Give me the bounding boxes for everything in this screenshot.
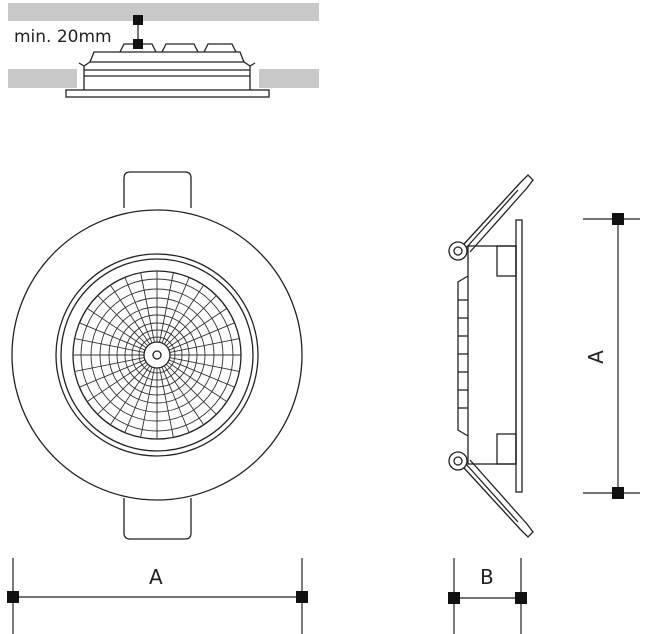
luminaire-profile-top bbox=[65, 43, 270, 98]
dimension-marker-left bbox=[7, 591, 19, 603]
heatsink-fins bbox=[457, 275, 469, 437]
dimension-marker-bottom bbox=[612, 487, 624, 499]
side-trim-plate bbox=[515, 219, 523, 493]
dimension-marker-left bbox=[448, 592, 460, 604]
side-depth-dimension: B bbox=[448, 558, 527, 634]
ceiling-right-slab bbox=[259, 69, 319, 88]
min-depth-marker-top bbox=[133, 15, 143, 25]
top-spring-tab bbox=[123, 171, 192, 208]
spring-clip-bottom bbox=[448, 451, 534, 538]
inner-bezel-outer bbox=[55, 253, 259, 457]
ceiling-upper-band bbox=[8, 3, 319, 21]
side-collar-top bbox=[496, 245, 517, 277]
dimension-marker-top bbox=[612, 213, 624, 225]
spring-clip-top bbox=[448, 174, 534, 261]
ceiling-left-slab bbox=[8, 69, 77, 88]
min-depth-marker-bottom bbox=[133, 39, 143, 49]
side-collar-bottom bbox=[496, 433, 517, 465]
side-height-label: A bbox=[584, 350, 608, 364]
side-body bbox=[467, 245, 517, 465]
dimension-marker-right bbox=[515, 592, 527, 604]
min-depth-label: min. 20mm bbox=[14, 27, 112, 47]
side-depth-label: B bbox=[480, 565, 494, 589]
led-center-dot bbox=[152, 350, 162, 360]
front-width-dimension: A bbox=[7, 558, 308, 634]
inner-bezel-inner bbox=[60, 258, 254, 452]
bottom-spring-tab bbox=[123, 498, 192, 540]
led-center-ring bbox=[143, 341, 171, 369]
dimension-marker-right bbox=[296, 591, 308, 603]
installation-view: min. 20mm bbox=[8, 3, 319, 98]
reflector-grid bbox=[73, 271, 241, 439]
side-view bbox=[448, 174, 534, 538]
front-view bbox=[11, 171, 303, 540]
side-height-dimension: A bbox=[583, 213, 640, 499]
front-width-label: A bbox=[149, 565, 163, 589]
